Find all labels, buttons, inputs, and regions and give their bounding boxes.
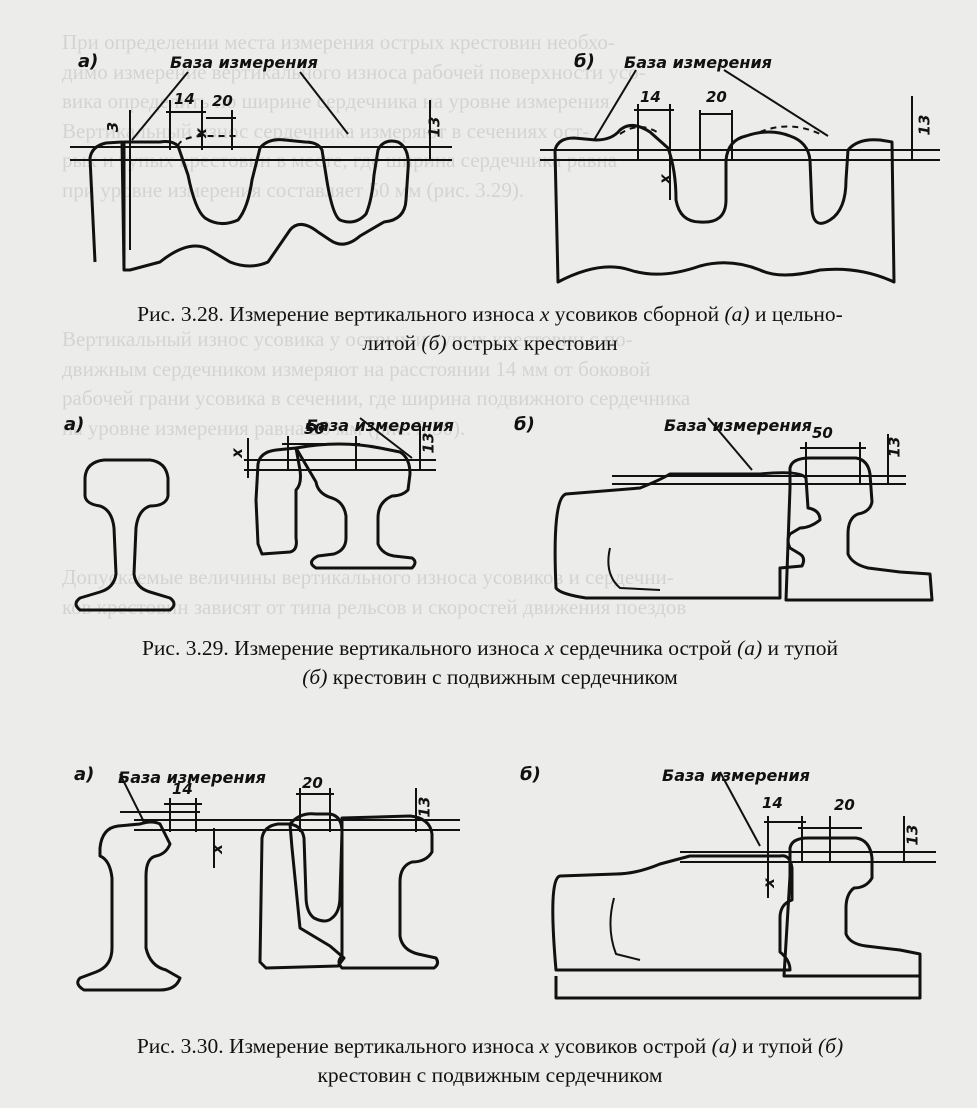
dimension-label: 50	[812, 424, 833, 442]
caption-text: и тупой	[767, 636, 839, 660]
caption-text: и тупой	[742, 1034, 813, 1058]
measurement-base-label: База измерения	[306, 416, 454, 435]
figure-3-29-drawing	[74, 417, 934, 612]
caption-variable: x	[539, 302, 550, 326]
dimension-label: x	[191, 128, 210, 138]
dimension-label: 14	[762, 794, 783, 812]
dimension-label: x	[759, 878, 778, 888]
measurement-base-label: База измерения	[664, 416, 812, 435]
figure-caption: Рис. 3.30. Измерение вертикального износ…	[40, 1032, 940, 1090]
figure-3-29: а) База измерения 50 x 13 б) База измере…	[0, 378, 977, 718]
figure-3-28: а) База измерения 14 20 3 x 13 б) База и…	[0, 0, 977, 360]
dimension-label: 14	[640, 88, 661, 106]
caption-panel-ref: (б)	[818, 1034, 844, 1058]
caption-panel-ref: (б)	[421, 331, 447, 355]
dimension-label: x	[227, 448, 246, 458]
caption-text: Рис. 3.30. Измерение вертикального износ…	[136, 1034, 535, 1058]
caption-text: усовиков острой	[554, 1034, 707, 1058]
measurement-base-label: База измерения	[662, 766, 810, 785]
figure-3-28-drawing	[70, 69, 940, 284]
dimension-label: 50	[304, 420, 325, 438]
panel-label-b: б)	[514, 414, 535, 435]
dimension-label: 14	[172, 780, 193, 798]
caption-text: Рис. 3.29. Измерение вертикального износ…	[141, 636, 540, 660]
measurement-base-label: База измерения	[118, 768, 266, 787]
dimension-label: 13	[915, 114, 934, 136]
panel-label-a: а)	[64, 414, 85, 435]
dimension-label: 13	[903, 824, 922, 846]
dimension-label: 20	[706, 88, 727, 106]
caption-text: усовиков сборной	[554, 302, 720, 326]
dimension-label: 20	[834, 796, 855, 814]
dimension-label: 13	[885, 436, 904, 458]
caption-text: крестовин с подвижным сердечником	[332, 665, 678, 689]
caption-text: Рис. 3.28. Измерение вертикального износ…	[137, 302, 535, 326]
figure-3-30-drawing	[76, 771, 936, 1000]
caption-variable: x	[539, 1034, 550, 1058]
caption-text: острых крестовин	[451, 331, 618, 355]
panel-label-a: а)	[74, 764, 95, 785]
figure-caption: Рис. 3.29. Измерение вертикального износ…	[40, 634, 940, 692]
measurement-base-label: База измерения	[624, 53, 772, 72]
panel-label-a: а)	[78, 51, 99, 72]
dimension-label: x	[207, 844, 226, 854]
caption-text: сердечника острой	[559, 636, 732, 660]
figure-caption: Рис. 3.28. Измерение вертикального износ…	[40, 300, 940, 358]
panel-label-b: б)	[520, 764, 541, 785]
caption-variable: x	[544, 636, 555, 660]
caption-text: и цельно-	[754, 302, 843, 326]
caption-text: литой	[362, 331, 417, 355]
dimension-label: 20	[212, 92, 233, 110]
caption-panel-ref: (а)	[724, 302, 750, 326]
dimension-label: 13	[425, 116, 444, 138]
dimension-label: 20	[302, 774, 323, 792]
dimension-label: 3	[104, 121, 123, 133]
rail-outline	[88, 140, 126, 271]
dimension-label: 13	[415, 796, 434, 818]
dimension-label: 14	[174, 90, 195, 108]
figure-3-30: а) База измерения 14 20 x 13 б) База изм…	[0, 728, 977, 1098]
dimension-label: x	[655, 174, 674, 184]
measurement-base-label: База измерения	[170, 53, 318, 72]
panel-label-b: б)	[574, 51, 595, 72]
caption-panel-ref: (а)	[711, 1034, 737, 1058]
dimension-label: 13	[419, 432, 438, 454]
caption-panel-ref: (б)	[302, 665, 328, 689]
caption-panel-ref: (а)	[737, 636, 763, 660]
caption-text: крестовин с подвижным сердечником	[317, 1063, 663, 1087]
